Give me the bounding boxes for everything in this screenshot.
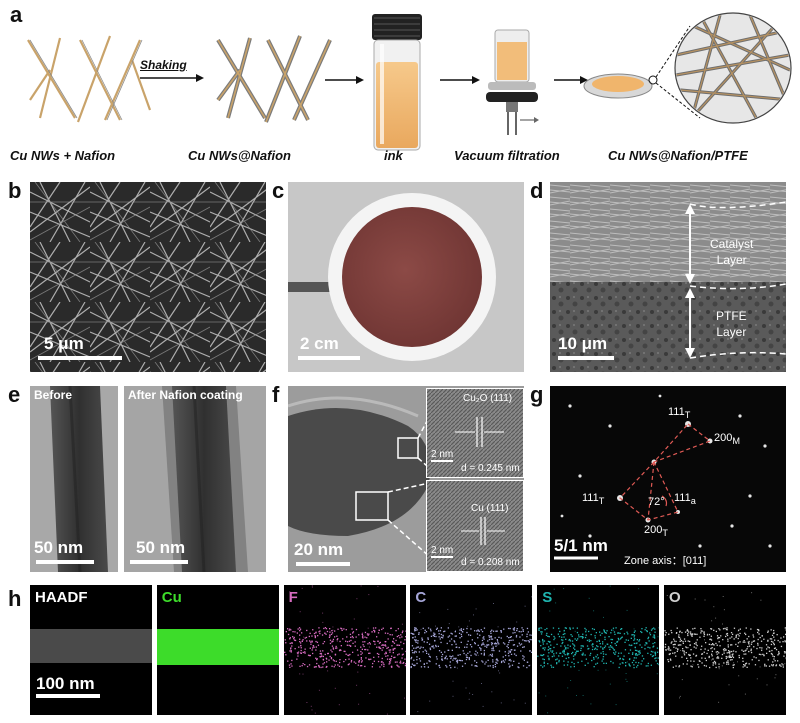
scale-text-e-right: 50 nm (136, 538, 186, 557)
panel-e-label: e (8, 382, 21, 407)
panel-h-label: h (8, 586, 22, 611)
inset1-d-spacing: d = 0.245 nm (461, 463, 520, 474)
eds-label-c: C (415, 589, 427, 606)
scale-bar-h (36, 694, 100, 698)
diffraction-spots (554, 394, 772, 560)
inset-cu2o: Cu₂O (111) 2 nm d = 0.245 nm (426, 388, 524, 478)
eds-label-cu: Cu (161, 589, 182, 606)
step-3-label: ink (384, 148, 403, 163)
after-title: After Nafion coating (128, 388, 243, 402)
panel-e-before-image: Before 50 nm (30, 386, 118, 572)
before-title: Before (34, 388, 73, 402)
eds-label-s: S (542, 589, 553, 606)
spot-mid-label: 111a (674, 492, 696, 507)
inset2-scale: 2 nm (431, 545, 454, 556)
inset-cu: Cu (111) 2 nm d = 0.208 nm (426, 480, 524, 572)
spot-top-label: 111T (668, 406, 691, 421)
magnified-network (674, 12, 792, 124)
membrane-disk (583, 25, 701, 119)
shaking-label: Shaking (140, 58, 187, 72)
eds-maps-row: HAADF Cu F C S O (30, 585, 786, 715)
eds-label-f: F (288, 589, 298, 606)
vacuum-filtration-setup (486, 29, 539, 135)
eds-map-f: F (283, 585, 406, 715)
scale-text-c: 2 cm (300, 334, 339, 353)
panel-g-saed: 111T 200M 111T 111a 200T 72° 5/1 nm Zone… (550, 386, 786, 572)
scale-text-g: 5/1 nm (554, 536, 608, 555)
panel-c-photo: 2 cm (288, 182, 524, 372)
spot-left-label: 111T (582, 492, 605, 507)
scale-bar-f (296, 562, 350, 566)
spot-bottom-label: 200T (644, 524, 668, 539)
angle-label: 72° (648, 496, 665, 508)
scale-text-e-left: 50 nm (34, 538, 84, 557)
panel-g-label: g (530, 382, 544, 407)
zone-axis-label: Zone axis：[011] (624, 555, 707, 567)
ink-vial (372, 14, 422, 151)
eds-map-s: S (537, 585, 660, 715)
step-4-label: Vacuum filtration (454, 148, 560, 163)
scale-text-f: 20 nm (294, 540, 344, 559)
scale-bar-d (558, 356, 614, 360)
inset2-d-spacing: d = 0.208 nm (461, 557, 520, 568)
eds-map-haadf: HAADF (30, 585, 152, 715)
eds-label-o: O (669, 589, 681, 606)
panel-a-label: a (10, 2, 23, 27)
step-2-label: Cu NWs@Nafion (188, 148, 291, 163)
scale-text-d: 10 μm (558, 334, 608, 353)
panel-d-label: d (530, 178, 544, 203)
panel-f-hrtem: 20 nm Cu₂O (111) 2 nm d = 0.245 nm Cu (1… (288, 386, 524, 572)
eds-map-o: O (664, 585, 786, 715)
coated-nanowires (216, 35, 332, 123)
scale-bar-c (298, 356, 360, 360)
eds-map-c: C (410, 585, 533, 715)
step-1-label: Cu NWs + Nafion (10, 148, 116, 163)
panel-a-schematic (27, 12, 792, 151)
panel-b-label: b (8, 178, 22, 203)
panel-f-label: f (272, 382, 280, 407)
spot-right-label: 200M (714, 432, 740, 447)
scale-bar-e-right (130, 560, 188, 564)
panel-b-sem-image: 5 μm (30, 182, 266, 372)
panel-e-after-image: After Nafion coating 50 nm (124, 386, 266, 572)
scale-text-b: 5 μm (44, 334, 84, 353)
eds-label-haadf: HAADF (35, 589, 88, 606)
scale-text-h: 100 nm (36, 674, 95, 693)
scale-bar-e-left (36, 560, 94, 564)
panel-c-label: c (272, 178, 285, 203)
inset2-plane: Cu (111) (471, 503, 509, 514)
eds-map-cu: Cu (156, 585, 279, 715)
inset1-scale: 2 nm (431, 449, 454, 460)
scale-bar-b (38, 356, 122, 360)
inset1-plane: Cu₂O (111) (463, 393, 513, 404)
loose-nanowires (27, 35, 152, 123)
step-5-label: Cu NWs@Nafion/PTFE (608, 148, 748, 163)
